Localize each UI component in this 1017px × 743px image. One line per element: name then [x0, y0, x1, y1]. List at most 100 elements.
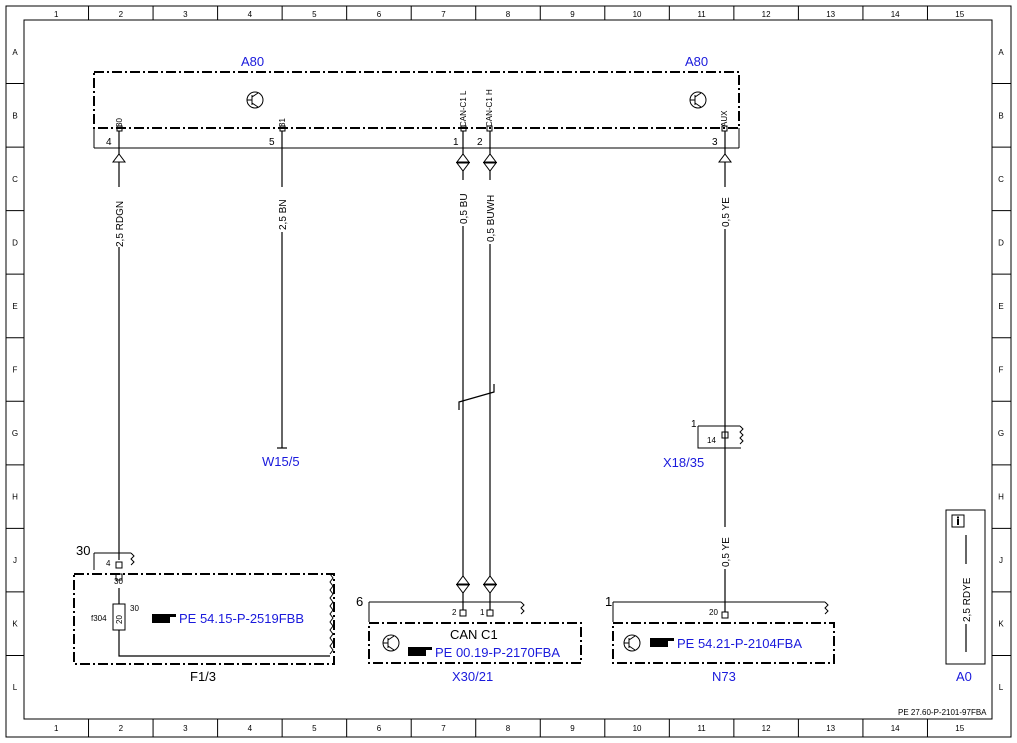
f1-3-module-box: [73, 573, 335, 665]
x30-21-conn-num: 6: [356, 594, 363, 609]
grid-row-label: G: [12, 429, 18, 438]
n73-pin: 20: [709, 608, 718, 617]
legend-wire-label: 2,5 RDYE: [962, 577, 973, 622]
grid-column-label: 5: [312, 10, 317, 19]
grid-row-label: B: [12, 111, 17, 120]
grid-column-label: 15: [955, 10, 964, 19]
grid-column-label: 13: [826, 10, 835, 19]
a80-connector-pin-2: 2: [477, 137, 483, 148]
pointing-hand-icon: [152, 614, 176, 623]
twisted-pair-mark: [458, 384, 495, 410]
arrow-up-icon: [112, 153, 126, 163]
arrow-up-icon: [718, 153, 732, 163]
a80-pin-31: 31: [278, 118, 287, 127]
document-id: PE 27.60-P-2101-97FBA: [898, 708, 987, 717]
info-icon: [951, 514, 965, 528]
grid-column-label: 9: [570, 724, 575, 733]
pointing-hand-icon: [650, 638, 674, 647]
fuse-rating: 20: [115, 615, 124, 624]
a80-connector-pin-5: 5: [269, 137, 275, 148]
x18-35-conn-num: 1: [691, 419, 697, 430]
f1-3-pin: 4: [106, 559, 111, 568]
grid-row-label: F: [13, 366, 18, 375]
grid-row-label: D: [12, 238, 18, 247]
node-icon: [623, 634, 641, 652]
fuse-side-num: 30: [130, 604, 139, 613]
grid-column-label: 7: [441, 10, 446, 19]
grid-column-label: 2: [119, 10, 124, 19]
a80-label-left[interactable]: A80: [241, 54, 264, 69]
grid-column-label: 8: [506, 724, 511, 733]
x18-35-pin: 14: [707, 436, 716, 445]
grid-labels: 1122334455667788991010111112121313141415…: [6, 6, 1011, 737]
a80-pin-can-h: CAN-C1 H: [485, 89, 494, 127]
w15-5-label[interactable]: W15/5: [262, 454, 300, 469]
n73-label[interactable]: N73: [712, 669, 736, 684]
grid-column-label: 7: [441, 724, 446, 733]
grid-column-label: 3: [183, 724, 188, 733]
x30-21-pin-2: 2: [452, 608, 457, 617]
grid-row-label: G: [998, 429, 1004, 438]
n73-module-box: [612, 622, 835, 664]
grid-column-label: 12: [762, 724, 771, 733]
a80-connector-pin-4: 4: [106, 137, 112, 148]
a80-module-box: [93, 71, 740, 129]
n73-ref-link[interactable]: PE 54.21-P-2104FBA: [677, 636, 802, 651]
a80-connector-pin-1: 1: [453, 137, 459, 148]
grid-column-label: 14: [891, 10, 900, 19]
f1-3-conn-num: 30: [76, 543, 90, 558]
x30-21-label[interactable]: X30/21: [452, 669, 493, 684]
grid-row-label: A: [12, 48, 18, 57]
grid-column-label: 1: [54, 10, 59, 19]
wire-label-ye: 0,5 YE: [721, 197, 732, 227]
grid-row-label: F: [999, 366, 1004, 375]
outer-frame: [5, 5, 1012, 738]
a0-label[interactable]: A0: [956, 669, 972, 684]
grid-column-label: 4: [248, 10, 253, 19]
transistor-icon: [689, 91, 707, 109]
a80-label-right[interactable]: A80: [685, 54, 708, 69]
grid-column-label: 5: [312, 724, 317, 733]
x30-21-connector: [368, 601, 525, 622]
grid-row-label: K: [998, 620, 1004, 629]
n73-connector: [612, 601, 829, 622]
inner-frame: [23, 19, 993, 720]
grid-column-label: 6: [377, 10, 382, 19]
a80-connector-pin-3: 3: [712, 137, 718, 148]
a0-legend-box: [945, 509, 986, 665]
grid-row-label: K: [12, 620, 18, 629]
grid-column-label: 13: [826, 724, 835, 733]
grid-column-label: 9: [570, 10, 575, 19]
can-bus-label: CAN C1: [450, 627, 498, 642]
grid-row-label: H: [998, 493, 1004, 502]
bidirectional-arrow-icon: [483, 153, 497, 172]
node-icon: [382, 634, 400, 652]
f1-3-label: F1/3: [190, 669, 216, 684]
bidirectional-arrow-icon: [483, 575, 497, 594]
n73-conn-num: 1: [605, 594, 612, 609]
x30-21-pin-1: 1: [480, 608, 485, 617]
f1-3-ref-link[interactable]: PE 54.15-P-2519FBB: [179, 611, 304, 626]
grid-column-label: 14: [891, 724, 900, 733]
grid-column-label: 10: [633, 724, 642, 733]
pointing-hand-icon: [408, 647, 432, 656]
fuse-id: f304: [91, 614, 107, 623]
grid-column-label: 3: [183, 10, 188, 19]
grid-row-label: L: [13, 683, 18, 692]
grid-column-label: 10: [633, 10, 642, 19]
grid-column-label: 15: [955, 724, 964, 733]
grid-row-label: C: [12, 175, 18, 184]
grid-row-label: E: [998, 302, 1003, 311]
x18-35-connector: [697, 425, 744, 449]
grid-row-label: C: [998, 175, 1004, 184]
grid-row-label: B: [998, 111, 1003, 120]
grid-column-label: 6: [377, 724, 382, 733]
grid-row-label: A: [998, 48, 1004, 57]
grid-row-label: J: [13, 556, 17, 565]
grid-row-label: E: [12, 302, 17, 311]
transistor-icon: [246, 91, 264, 109]
x30-21-ref-link[interactable]: PE 00.19-P-2170FBA: [435, 645, 560, 660]
grid-row-label: D: [998, 238, 1004, 247]
x18-35-label[interactable]: X18/35: [663, 455, 704, 470]
